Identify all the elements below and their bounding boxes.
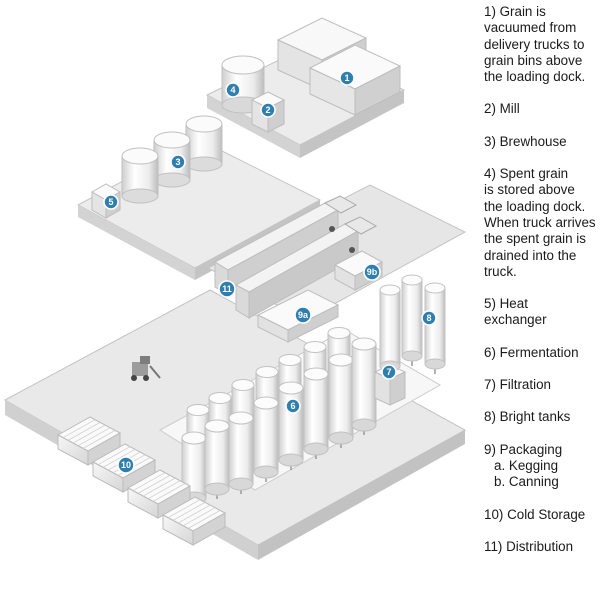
legend-line: the loading dock.: [484, 198, 586, 214]
svg-text:3: 3: [175, 157, 180, 167]
tank: [204, 419, 230, 499]
legend-item-8: 8) Bright tanks: [484, 409, 612, 425]
tank: [328, 353, 354, 448]
tank: [228, 411, 254, 494]
legend-line: delivery trucks to: [484, 36, 585, 52]
legend-line: 9) Packaging: [484, 441, 563, 457]
legend-line: drained into the: [484, 247, 577, 263]
marker-6: 6: [285, 398, 301, 414]
tank: [379, 284, 401, 376]
forklift: [131, 356, 161, 381]
legend-item-11: 11) Distribution: [484, 539, 612, 555]
svg-text:9b: 9b: [367, 267, 378, 277]
pallet-stack: [126, 469, 192, 519]
marker-5: 5: [103, 194, 119, 210]
legend-line: When truck arrives: [484, 214, 596, 230]
legend-line: 4) Spent grain: [484, 166, 569, 182]
legend-item-10: 10) Cold Storage: [484, 507, 612, 523]
svg-text:5: 5: [108, 197, 113, 207]
svg-text:11: 11: [222, 284, 232, 294]
marker-4: 4: [225, 82, 241, 98]
brewhouse-tanks: [121, 115, 223, 204]
legend-line: 2) Mill: [484, 101, 520, 117]
svg-text:8: 8: [426, 313, 431, 323]
svg-text:1: 1: [344, 73, 349, 83]
svg-text:10: 10: [121, 460, 131, 470]
legend-item-7: 7) Filtration: [484, 377, 612, 393]
heat-exchanger-box: [90, 183, 122, 219]
distribution-trucks: [213, 195, 378, 319]
tank: [278, 381, 304, 470]
legend-item-3: 3) Brewhouse: [484, 134, 612, 150]
legend-line: 11) Distribution: [484, 538, 574, 554]
legend-subitem: a. Kegging: [494, 457, 559, 473]
svg-text:2: 2: [265, 105, 270, 115]
bright-tanks: [379, 274, 446, 376]
svg-text:7: 7: [386, 367, 391, 377]
legend-line: 10) Cold Storage: [484, 506, 586, 522]
tank: [401, 274, 423, 366]
legend-item-2: 2) Mill: [484, 101, 612, 117]
legend-line: grain bins above: [484, 52, 583, 68]
svg-text:9a: 9a: [298, 310, 309, 320]
legend-line: 5) Heat: [484, 296, 528, 312]
legend-line: the loading dock.: [484, 69, 586, 85]
marker-9a: 9a: [294, 306, 312, 324]
marker-1: 1: [339, 70, 355, 86]
grain-bin-buildings: [276, 17, 402, 116]
marker-3: 3: [170, 154, 186, 170]
pallet-stack: [161, 496, 227, 546]
legend-line: is stored above: [484, 182, 575, 198]
legend-line: exchanger: [484, 312, 547, 328]
svg-text:4: 4: [230, 85, 235, 95]
marker-9b: 9b: [363, 263, 381, 281]
legend-line: the spent grain is: [484, 231, 586, 247]
legend-line: 1) Grain is: [484, 4, 546, 19]
tank: [253, 396, 279, 482]
legend-line: 7) Filtration: [484, 377, 551, 393]
brewery-isometric-diagram: 1 2 3 4 5 6 7 8 9a 9b 10 11: [3, 17, 467, 560]
marker-10: 10: [117, 456, 135, 474]
tank: [351, 337, 377, 435]
marker-2: 2: [260, 102, 276, 118]
cold-storage-pallets: [56, 416, 227, 546]
legend-line: 8) Bright tanks: [484, 409, 571, 425]
marker-8: 8: [421, 310, 437, 326]
legend-line: vacuumed from: [484, 20, 577, 36]
marker-7: 7: [381, 364, 397, 380]
marker-11: 11: [218, 280, 236, 298]
legend-line: 6) Fermentation: [484, 344, 579, 360]
legend-item-6: 6) Fermentation: [484, 345, 612, 361]
legend-subitem: b. Canning: [494, 474, 559, 490]
svg-text:6: 6: [290, 401, 295, 411]
legend-line: truck.: [484, 263, 517, 279]
fermentation-tanks: [181, 327, 377, 508]
legend-line: 3) Brewhouse: [484, 133, 567, 149]
tank: [424, 282, 446, 374]
tank: [303, 367, 329, 459]
